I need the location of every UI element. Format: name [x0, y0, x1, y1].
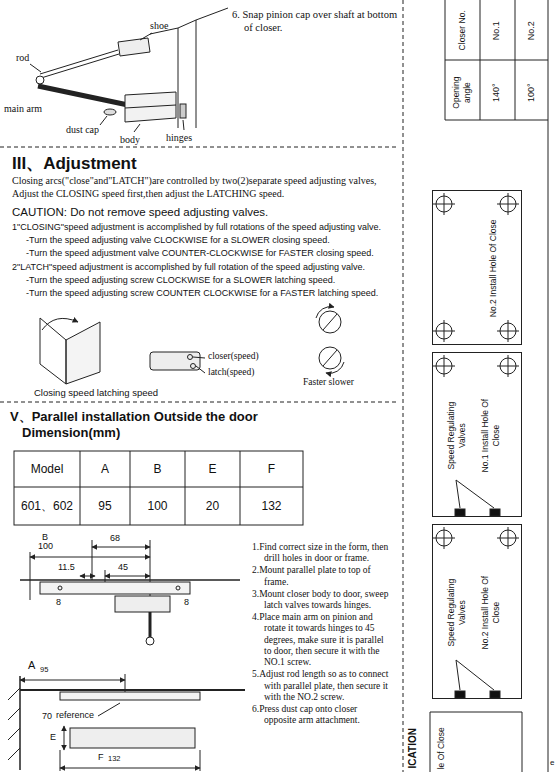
table-cell: B — [130, 462, 185, 477]
dimension-label: 45 — [118, 562, 128, 573]
instruction-line: -Turn the speed adjusting valve CLOCKWIS… — [26, 235, 330, 246]
instruction-line: -Turn the speed adjusting screw CLOCKWIS… — [26, 275, 335, 286]
part-label: body — [120, 134, 140, 147]
install-step: 1.Find correct size in the form, then dr… — [252, 542, 390, 565]
part-label: shoe — [150, 20, 168, 33]
direction-label: Faster slower — [303, 377, 354, 389]
dimension-table — [14, 451, 303, 525]
part-label: hinges — [166, 132, 192, 145]
dimension-label: F — [98, 752, 104, 763]
dimension-label: reference — [56, 710, 94, 721]
section-heading: ICATION — [407, 723, 420, 772]
page-edge — [548, 0, 549, 772]
install-step: 2.Mount parallel plate to top of frame. — [252, 565, 390, 588]
dimension-label: 11.5 — [58, 562, 75, 573]
table-cell: F — [240, 462, 303, 477]
instruction-line: -Turn the speed adjustment valve COUNTER… — [26, 248, 374, 259]
dimension-label: A — [28, 659, 35, 673]
section-heading: III、Adjustment — [12, 153, 232, 174]
template-outline: No.2 Install Hole Of Close — [432, 190, 522, 345]
dashed-rule — [0, 147, 398, 148]
template-label: No.2 Install Hole Of Close — [488, 208, 499, 328]
dimension-label: 70 — [42, 711, 52, 722]
table-cell: Closer No. — [457, 3, 468, 57]
template-outline: Speed Regulating Valves No.2 Install Hole… — [432, 524, 522, 699]
install-step: 3.Mount closer body to door, sweep latch… — [252, 589, 390, 612]
dimension-label: 95 — [40, 665, 48, 674]
table-cell: E — [185, 462, 240, 477]
step-note: 6. Snap pinion cap over shaft at bottom … — [232, 8, 400, 34]
spec-table-rotated — [445, 0, 548, 120]
section-heading: V、Parallel installation Outside the door… — [10, 409, 290, 442]
table-cell: A — [80, 462, 130, 477]
dimension-label: 132 — [108, 754, 121, 763]
dimension-label: E — [50, 732, 56, 743]
template-label: le Of Close — [436, 720, 447, 772]
table-cell: 95 — [80, 499, 130, 514]
page-mark: e — [550, 758, 554, 768]
template-holes — [430, 193, 522, 772]
dimension-label: 8 — [56, 597, 61, 608]
dimension-label: 100 — [38, 541, 53, 552]
instruction-line: 1"CLOSING"speed adjustment is accomplish… — [12, 222, 381, 233]
table-cell: 601、602 — [14, 499, 80, 514]
install-step: 6.Press dust cap onto closer opposite ar… — [252, 704, 390, 727]
dashed-rule — [0, 402, 398, 403]
adjustment-illustration — [40, 307, 344, 384]
table-cell: 20 — [185, 499, 240, 514]
table-cell: No.2 — [526, 5, 537, 55]
side-view-drawing — [8, 674, 245, 771]
table-cell: Model — [14, 462, 80, 477]
table-cell: 100° — [526, 67, 537, 117]
part-label: dust cap — [66, 124, 99, 137]
template-label: No.2 Install Hole Of Close — [480, 573, 501, 653]
valve-label: closer(speed) — [208, 351, 259, 363]
top-view-drawing — [20, 540, 240, 645]
install-step: 5.Adjust rod length so as to connect wit… — [252, 669, 390, 703]
closer-illustration — [30, 8, 228, 132]
install-step: 4.Place main arm on pinion and rotate it… — [252, 612, 390, 669]
dimension-label: 8 — [184, 597, 189, 608]
valve-label: latch(speed) — [208, 367, 254, 379]
table-cell: 132 — [240, 499, 303, 514]
template-label: Speed Regulating Valves — [446, 396, 467, 476]
figure-caption: Closing speed latching speed — [34, 387, 158, 399]
fold-line — [403, 0, 404, 772]
dimension-label: 68 — [110, 533, 120, 544]
table-cell: No.1 — [491, 5, 502, 55]
table-cell: 140° — [491, 67, 502, 117]
paragraph: Closing arcs("close"and"LATCH")are contr… — [12, 175, 400, 200]
part-label: main arm — [4, 103, 42, 116]
part-label: rod — [16, 52, 29, 65]
instruction-line: -Turn the speed adjusting screw COUNTER … — [26, 288, 378, 299]
template-outline: Speed Regulating Valves No.1 Install Hole… — [432, 352, 522, 517]
template-label: No.1 Install Hole Of Close — [480, 396, 501, 476]
instruction-line: 2"LATCH"speed adjustment is accomplished… — [12, 262, 365, 273]
table-cell: 100 — [130, 499, 185, 514]
template-label: Speed Regulating Valves — [446, 573, 467, 653]
caution-note: CAUTION: Do not remove speed adjusting v… — [12, 205, 400, 219]
table-cell: Opening angle — [451, 65, 472, 119]
